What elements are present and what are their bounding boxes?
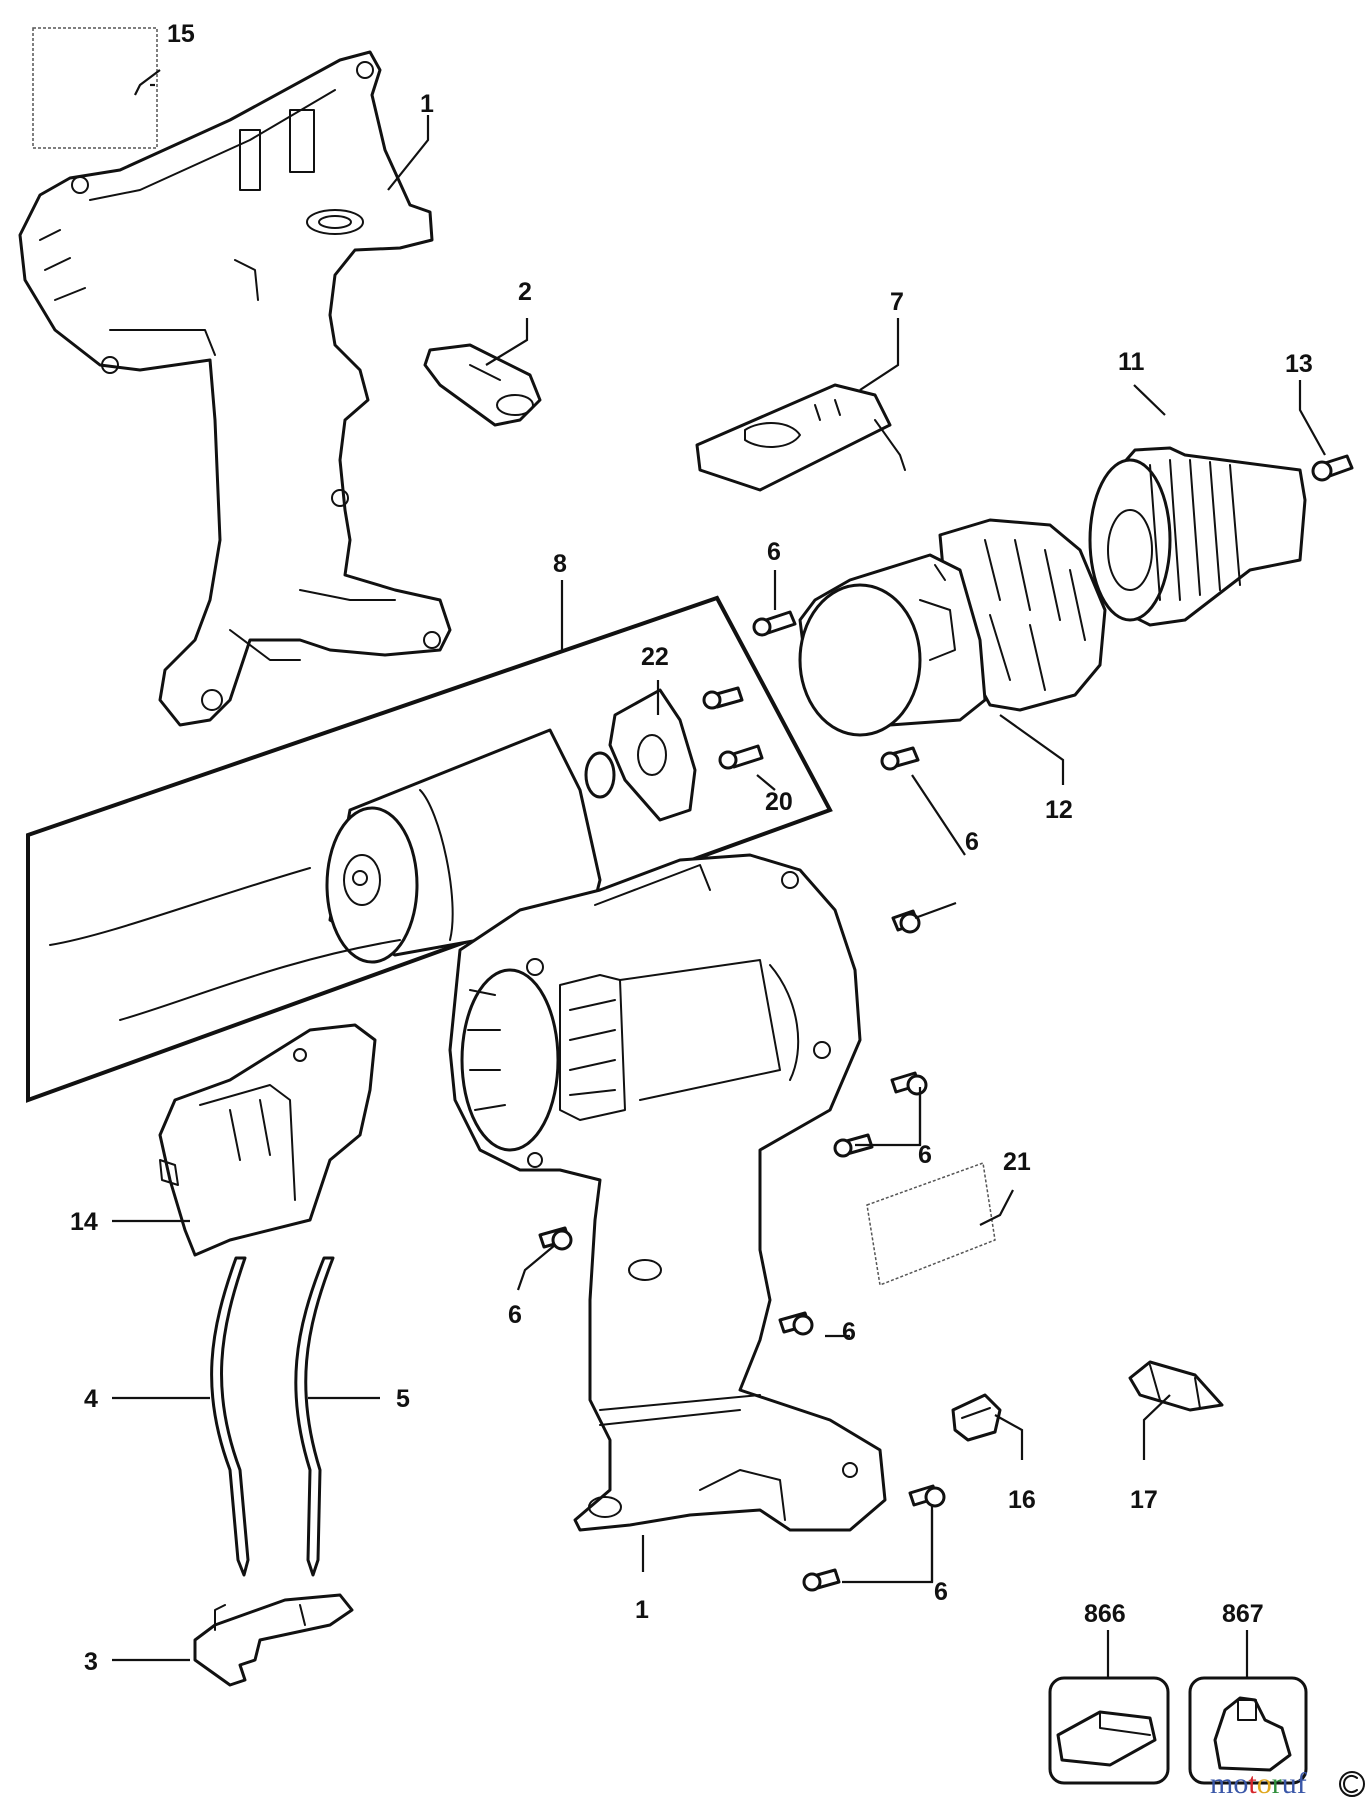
callout-6-a: 6 — [767, 538, 781, 566]
trigger-switch-part — [158, 1023, 377, 1257]
charger-part — [1048, 1676, 1170, 1785]
callout-866: 866 — [1084, 1600, 1126, 1628]
screw-part — [890, 1071, 928, 1096]
callout-3: 3 — [84, 1648, 98, 1676]
svg-text:motoruf: motoruf — [1210, 1767, 1307, 1800]
motor-plate-part — [608, 688, 697, 822]
wire-part — [210, 1256, 250, 1577]
callout-20: 20 — [765, 788, 793, 816]
copyright-icon — [1339, 1771, 1365, 1797]
watermark-letter: f — [1297, 1767, 1307, 1800]
callout-16: 16 — [1008, 1486, 1036, 1514]
callout-17: 17 — [1130, 1486, 1158, 1514]
screw-part — [891, 909, 921, 934]
callout-6-e: 6 — [842, 1318, 856, 1346]
screw-part — [1311, 454, 1354, 482]
battery-part — [1188, 1676, 1308, 1785]
motor-part — [49, 728, 616, 1021]
watermark-letter: m — [1210, 1767, 1233, 1800]
watermark-letter: t — [1248, 1767, 1257, 1800]
chuck-part — [1088, 446, 1307, 627]
watermark-letter: r — [1272, 1767, 1282, 1800]
callout-15: 15 — [167, 20, 195, 48]
watermark-logo: motoruf — [1210, 1767, 1365, 1800]
callout-4: 4 — [84, 1385, 98, 1413]
callout-7: 7 — [890, 288, 904, 316]
callout-12: 12 — [1045, 796, 1073, 824]
callout-1-bottom: 1 — [635, 1596, 649, 1624]
screw-part — [538, 1226, 573, 1251]
callout-14: 14 — [70, 1208, 98, 1236]
callout-6-f: 6 — [934, 1578, 948, 1606]
screw-part — [702, 686, 744, 710]
clip-part — [951, 1393, 1002, 1442]
callout-6-d: 6 — [508, 1301, 522, 1329]
screw-part — [778, 1311, 814, 1336]
callout-6-c: 6 — [918, 1141, 932, 1169]
callout-5: 5 — [396, 1385, 410, 1413]
screw-part — [718, 744, 764, 770]
screw-part — [908, 1484, 946, 1508]
screw-part — [802, 1568, 841, 1592]
motor-assembly-frame — [26, 595, 833, 1103]
housing-half-part — [18, 50, 452, 727]
callout-867: 867 — [1222, 1600, 1264, 1628]
watermark-letter: u — [1282, 1767, 1297, 1800]
callout-1-top: 1 — [420, 90, 434, 118]
callout-8: 8 — [553, 550, 567, 578]
callout-11: 11 — [1118, 348, 1145, 376]
watermark-letter: o — [1233, 1767, 1248, 1800]
bracket-part — [193, 1593, 354, 1687]
watermark-letter: o — [1257, 1767, 1272, 1800]
callout-2: 2 — [518, 278, 532, 306]
callouts: 15 1 2 7 11 13 8 6 22 20 12 6 6 21 14 6 … — [70, 20, 1313, 1676]
label-sticker-part — [866, 1161, 996, 1287]
callout-13: 13 — [1285, 350, 1313, 378]
slide-button-part — [423, 343, 542, 427]
callout-21: 21 — [1003, 1148, 1031, 1176]
housing-half-part — [448, 853, 887, 1532]
callout-6-b: 6 — [965, 828, 979, 856]
wire-part — [294, 1256, 335, 1577]
bit-part — [1128, 1360, 1224, 1412]
leader-lines — [112, 69, 1326, 1678]
screw-part — [752, 610, 797, 637]
cover-plate-part — [695, 383, 906, 492]
screw-part — [880, 746, 920, 771]
gearbox-housing-part — [798, 553, 987, 737]
callout-22: 22 — [641, 643, 669, 671]
label-sticker-part — [32, 27, 158, 149]
